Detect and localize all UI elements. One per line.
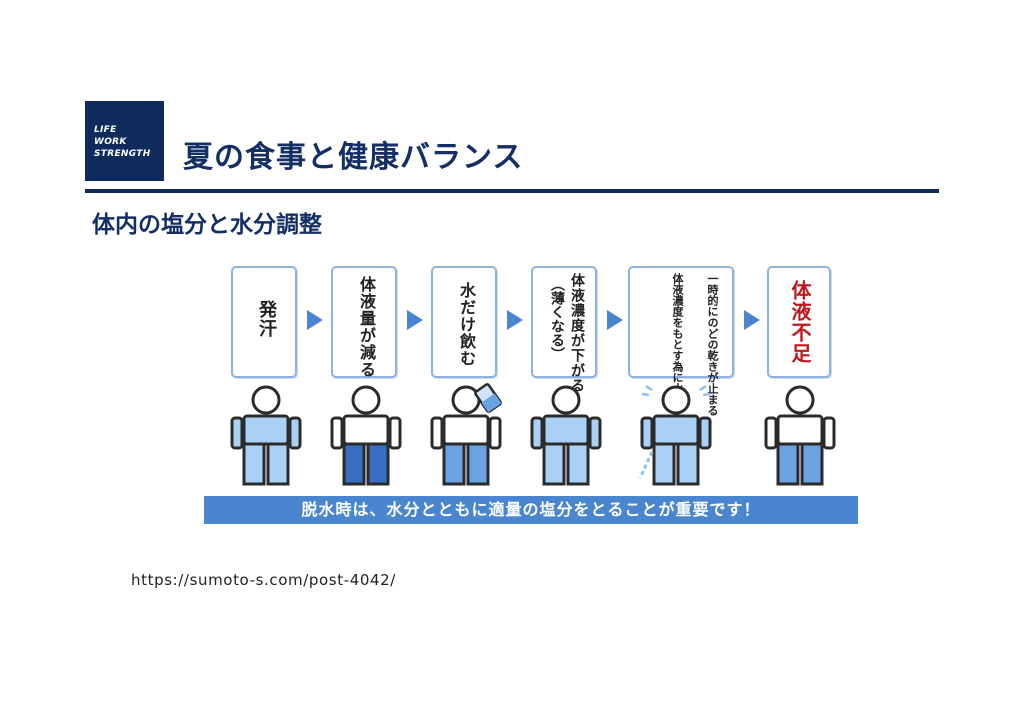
arrow-right-icon	[607, 310, 623, 330]
step-box-4: 体液濃度が下がる （薄くなる）	[531, 266, 597, 393]
step-box-6: 体液不足	[767, 266, 831, 378]
step-box-2: 体液量が減る	[331, 266, 397, 378]
arrow-right-icon	[407, 310, 423, 330]
source-url[interactable]: https://sumoto-s.com/post-4042/	[131, 571, 396, 589]
title-divider	[85, 189, 939, 193]
person-sweating-icon	[230, 385, 302, 486]
logo-line-work: WORK	[94, 137, 127, 147]
step-5-label-main: 一時的にのどの乾きが止まる	[706, 273, 719, 416]
logo-line-life: LIFE	[94, 125, 117, 135]
section-subtitle: 体内の塩分と水分調整	[92, 212, 322, 238]
step-3-label: 水だけ飲む	[457, 282, 476, 367]
person-diluted-fluid-icon	[530, 385, 602, 486]
step-1-label: 発汗	[256, 300, 277, 338]
person-drinking-water-icon	[430, 383, 502, 486]
page-title: 夏の食事と健康バランス	[183, 140, 524, 175]
person-fluid-decrease-icon	[330, 385, 402, 486]
step-box-1: 発汗	[231, 266, 297, 378]
person-urinating-icon	[638, 384, 712, 486]
arrow-right-icon	[507, 310, 523, 330]
step-4-label-main: 体液濃度が下がる	[569, 273, 585, 393]
dehydration-diagram: 発汗 体液量が減る 水だけ飲む 体液濃度が下がる （薄くなる） 一時的にのどの乾…	[200, 262, 860, 528]
step-6-label: 体液不足	[788, 280, 812, 364]
step-4-label-note: （薄くなる）	[549, 277, 565, 361]
arrow-right-icon	[744, 310, 760, 330]
person-fluid-shortage-icon	[764, 385, 836, 486]
step-5-label-note: 体液濃度をもとす為に水分が出る	[671, 273, 684, 438]
logo: LIFE WORK STRENGTH	[85, 101, 164, 181]
step-box-3: 水だけ飲む	[431, 266, 497, 378]
logo-line-strength: STRENGTH	[94, 149, 151, 159]
step-box-5: 一時的にのどの乾きが止まる 体液濃度をもとす為に水分が出る	[628, 266, 734, 438]
step-2-label: 体液量が減る	[357, 276, 376, 378]
key-message-banner: 脱水時は、水分とともに適量の塩分をとることが重要です！	[204, 496, 858, 524]
arrow-right-icon	[307, 310, 323, 330]
